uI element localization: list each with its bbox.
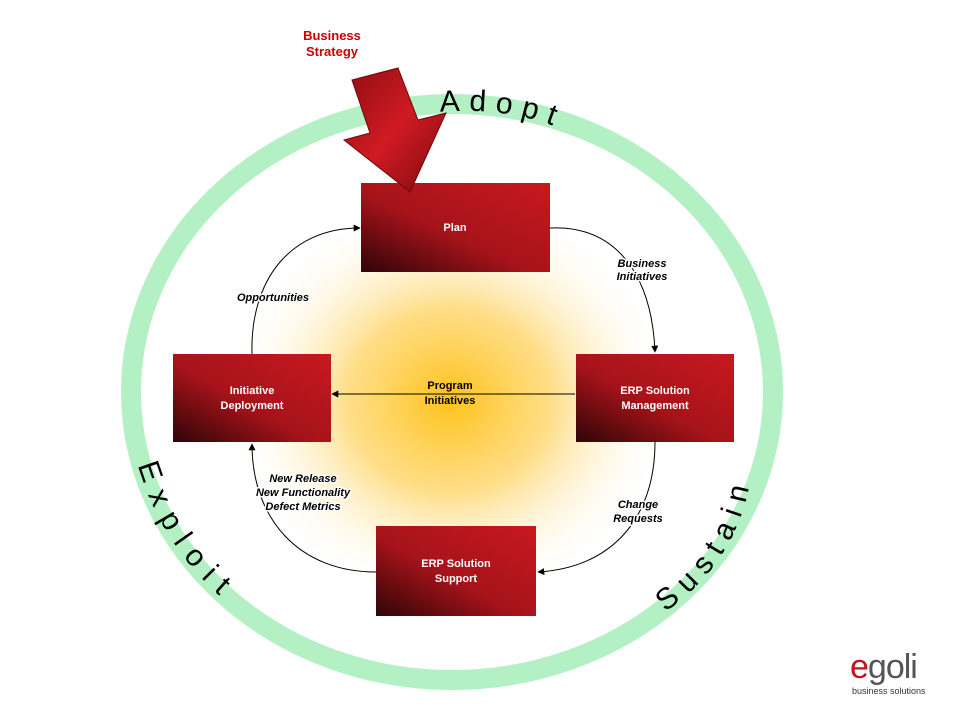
center-glow	[225, 195, 675, 605]
lifecycle-ring	[121, 94, 783, 690]
flow-change-requests-1: Change	[618, 499, 658, 511]
flow-business-initiatives-1: Business	[618, 258, 667, 270]
logo-e: e	[850, 648, 869, 686]
arrow-deployment-to-plan	[251, 224, 361, 355]
logo-rest: goli	[867, 648, 918, 686]
box-deployment-line1: Initiative	[230, 385, 275, 397]
box-erp-support-line2: Support	[435, 573, 477, 585]
arrow-management-to-support	[537, 441, 656, 576]
phase-sustain: Sustain	[649, 473, 758, 618]
box-deployment-line2: Deployment	[221, 400, 284, 412]
logo-tagline: business solutions	[852, 686, 926, 696]
box-erp-management-line1: ERP Solution	[620, 385, 690, 397]
box-erp-management-line2: Management	[621, 400, 689, 412]
arrow-support-to-deployment	[248, 443, 377, 573]
box-initiative-deployment: Initiative Deployment	[173, 354, 331, 442]
business-strategy-line2: Strategy	[306, 44, 359, 59]
box-erp-solution-management: ERP Solution Management	[576, 354, 734, 442]
box-erp-support-line1: ERP Solution	[421, 558, 491, 570]
phase-adopt: Adopt	[439, 85, 570, 136]
flow-program-initiatives-1: Program	[427, 380, 472, 392]
flow-new-release-2: New Functionality	[256, 487, 351, 499]
flow-business-initiatives-2: Initiatives	[617, 271, 668, 283]
box-plan: Plan	[361, 183, 550, 272]
box-plan-label: Plan	[443, 222, 467, 234]
flow-new-release-1: New Release	[269, 473, 336, 485]
arrow-plan-to-management	[549, 227, 659, 353]
business-strategy-line1: Business	[303, 28, 361, 43]
phase-exploit: Exploit	[131, 457, 245, 608]
flow-program-initiatives-2: Initiatives	[425, 395, 476, 407]
logo-wordmark: egoli	[850, 650, 940, 684]
flow-new-release-3: Defect Metrics	[265, 501, 340, 513]
egoli-logo: egoli business solutions	[850, 650, 940, 696]
flow-opportunities: Opportunities	[237, 292, 309, 304]
business-strategy-arrow	[342, 67, 447, 193]
flow-change-requests-2: Requests	[613, 513, 663, 525]
box-erp-solution-support: ERP Solution Support	[376, 526, 536, 616]
